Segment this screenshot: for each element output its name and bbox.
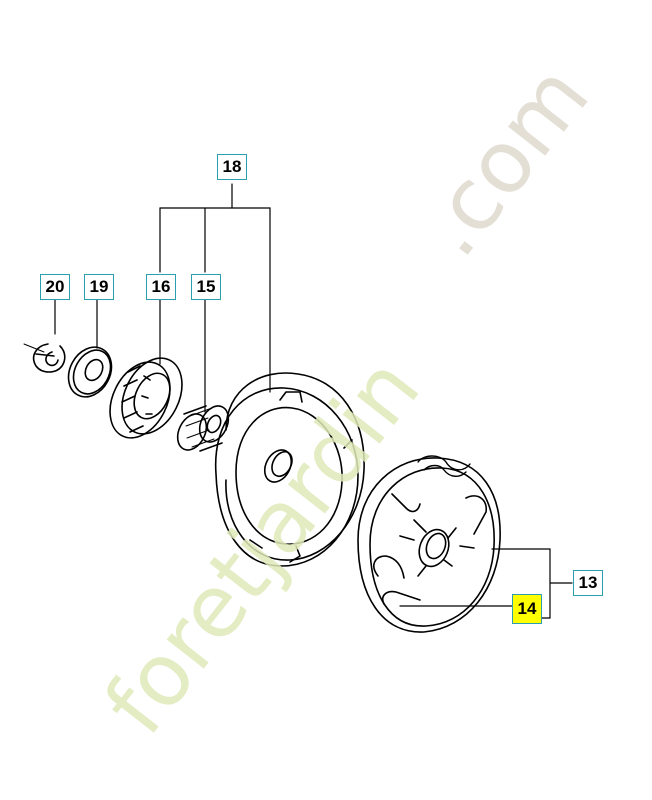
callout-18[interactable]: 18 bbox=[217, 154, 247, 180]
rim-sprocket-part-16 bbox=[109, 357, 183, 439]
callout-16[interactable]: 16 bbox=[146, 274, 176, 300]
leader-lines bbox=[23, 183, 573, 619]
callout-14[interactable]: 14 bbox=[512, 594, 542, 624]
washer-part-19 bbox=[67, 346, 113, 398]
callout-20[interactable]: 20 bbox=[40, 274, 70, 300]
e-clip-part-20 bbox=[32, 343, 66, 373]
clutch-drum-part-18 bbox=[214, 372, 365, 567]
clutch-assembly-part-13 bbox=[357, 455, 501, 633]
callout-15[interactable]: 15 bbox=[191, 274, 221, 300]
callout-13[interactable]: 13 bbox=[573, 570, 603, 596]
needle-bearing-part-15 bbox=[176, 405, 230, 452]
callout-19[interactable]: 19 bbox=[84, 274, 114, 300]
